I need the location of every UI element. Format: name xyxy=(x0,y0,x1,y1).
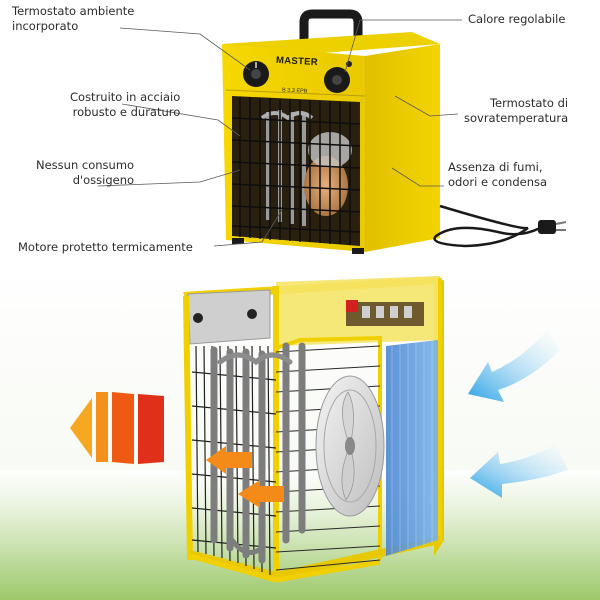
terminal-screws xyxy=(362,306,412,318)
cutaway-fan xyxy=(315,375,385,517)
heat-selector-knob xyxy=(324,67,350,93)
grille-bars xyxy=(231,97,361,245)
frame-post-front-left xyxy=(183,295,193,561)
label-nessun-consumo: Nessun consumo d'ossigeno xyxy=(36,158,135,187)
heater-foot-left xyxy=(232,238,244,244)
heater-product-top xyxy=(222,9,567,254)
base-front-left xyxy=(189,553,277,583)
base-front-right xyxy=(275,559,381,583)
panel-divider xyxy=(225,89,366,97)
panel-knob-right xyxy=(247,309,257,319)
red-switch xyxy=(346,300,358,312)
label-motore-protetto: Motore protetto termicamente xyxy=(18,240,193,254)
power-cord xyxy=(433,204,541,248)
motor-visible xyxy=(304,156,348,216)
carry-handle xyxy=(299,9,363,49)
label-assenza-fumi: Assenza di fumi, odori e condensa xyxy=(448,160,548,189)
thermostat-knob xyxy=(243,61,269,87)
cutaway-base xyxy=(190,536,440,580)
label-costruito-acciaio: Costruito in acciaio robusto e duraturo xyxy=(70,90,181,119)
hot-air-outflow-arrow xyxy=(70,392,164,464)
heater-foot-right xyxy=(352,248,364,254)
housing-side xyxy=(365,44,440,252)
cold-air-intake-arrow-upper xyxy=(468,330,560,402)
internal-hot-arrow-upper xyxy=(206,446,252,474)
internal-hot-arrow-lower xyxy=(238,480,284,508)
model-number-text: B 3,3 EPB xyxy=(281,87,308,95)
label-calore-regolabile: Calore regolabile xyxy=(468,12,566,26)
intake-filter-mesh xyxy=(391,341,433,554)
heater-cutaway xyxy=(183,276,444,583)
intake-filter xyxy=(386,340,438,556)
leader-lines xyxy=(97,19,462,247)
brand-logo-text: MASTER xyxy=(275,54,319,69)
label-termostato-sovratemperatura: Termostato di sovratemperatura xyxy=(464,96,569,125)
panel-knob-left xyxy=(193,313,203,323)
label-termostato-ambiente: Termostato ambiente incorporato xyxy=(12,4,135,33)
cold-air-intake-arrow-lower xyxy=(470,444,568,498)
power-plug xyxy=(538,220,567,234)
